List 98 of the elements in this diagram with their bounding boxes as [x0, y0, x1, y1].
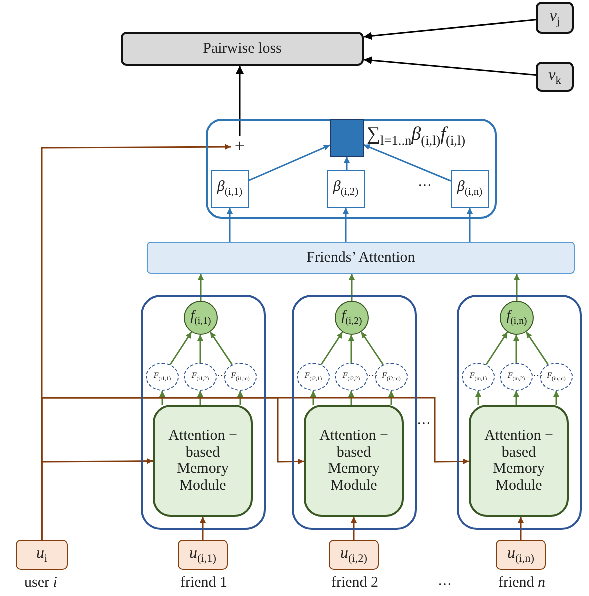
arrow	[364, 56, 536, 76]
arrow	[349, 274, 355, 301]
node-label: F$_{(i2,1)}$	[304, 372, 322, 382]
arrow	[343, 208, 349, 242]
memory-circle	[297, 363, 330, 391]
node-label: F$_{(i2,m)}$	[382, 372, 401, 382]
node-label: β$_{(i,1)}$	[217, 179, 243, 199]
ellipsis: …	[418, 175, 432, 191]
arrow	[238, 391, 244, 405]
arrow	[41, 397, 469, 540]
arrow	[348, 335, 354, 363]
arrow	[227, 208, 233, 242]
node-label: F$_{(i1,m)}$	[231, 372, 250, 382]
memory-circle	[146, 363, 179, 391]
arrow	[486, 332, 508, 366]
memory-module-box	[304, 405, 404, 517]
node-label: F$_{(in,m)}$	[547, 372, 566, 382]
attention-bar	[147, 242, 575, 274]
node-label: friend n	[497, 575, 547, 592]
aggregation-panel	[206, 119, 497, 219]
arrow	[236, 66, 244, 136]
node-label: β$_{(i,2)}$	[333, 179, 359, 199]
arrow	[360, 332, 384, 366]
node-label: Attention − based Memory Module	[318, 428, 390, 494]
arrow	[388, 391, 394, 405]
friend-panel	[457, 295, 582, 530]
node-label: friend 1	[179, 575, 229, 592]
memory-circle	[540, 363, 573, 391]
memory-circle	[462, 363, 495, 391]
friend-panel	[292, 295, 417, 530]
node-label: f$_{(i,n)}$	[506, 308, 528, 328]
arrow	[344, 157, 350, 170]
arrow	[364, 19, 536, 40]
arrow	[351, 517, 357, 540]
weight-box	[327, 170, 365, 208]
arrow	[364, 144, 452, 182]
arrow	[518, 517, 524, 540]
ellipsis: …	[368, 368, 378, 379]
memory-circle	[184, 363, 217, 391]
memory-module-box	[469, 405, 569, 517]
feature-circle	[184, 301, 218, 335]
friend-panel	[141, 295, 266, 530]
memory-circle	[375, 363, 408, 391]
ellipsis: …	[533, 368, 543, 379]
ellipsis: …	[217, 368, 227, 379]
arrow	[210, 332, 233, 366]
node-label: F$_{(in,2)}$	[508, 372, 526, 382]
arrow	[526, 332, 549, 366]
loss-box	[121, 32, 364, 66]
weight-box	[451, 170, 489, 208]
arrow	[200, 517, 206, 540]
arrow	[554, 391, 560, 405]
node-label: Pairwise loss	[203, 40, 282, 58]
feature-circle	[335, 301, 369, 335]
arrow	[310, 391, 316, 405]
node-label: F$_{(i1,1)}$	[154, 372, 172, 382]
memory-module-box	[153, 405, 253, 517]
node-label: Attention − based Memory Module	[168, 428, 238, 494]
node-label: u$_{i}$	[36, 544, 48, 566]
node-label: Friends’ Attention	[306, 250, 416, 266]
arrow	[170, 332, 192, 366]
plus-sign: +	[234, 137, 246, 157]
node-label: user i	[24, 575, 58, 592]
node-label: u$_{(i,n)}$	[508, 544, 534, 566]
memory-circle	[224, 363, 257, 391]
arrow	[160, 391, 166, 405]
arrow	[514, 335, 520, 363]
arrow	[514, 274, 520, 301]
node-label: friend 2	[330, 575, 380, 592]
ellipsis: …	[417, 413, 431, 429]
arrow	[467, 208, 473, 242]
node-label: F$_{(i1,2)}$	[192, 372, 210, 382]
node-label: f$_{(i,1)}$	[190, 308, 212, 328]
arrow	[248, 144, 330, 182]
node-label: Attention − based Memory Module	[484, 428, 554, 494]
weight-box	[211, 170, 249, 208]
node-label: u$_{(i,2)}$	[340, 544, 368, 566]
arrow	[348, 391, 354, 405]
node-label: β$_{(i,n)}$	[457, 179, 483, 199]
arrow	[320, 332, 344, 366]
arrow	[198, 391, 204, 405]
memory-circle	[335, 363, 368, 391]
node-label: f$_{(i,2)}$	[342, 308, 362, 328]
formula: ∑$_{l=1..n}$β$_{(i,l)}$f$_{(i,l)}$	[367, 124, 466, 149]
ellipsis: …	[438, 574, 452, 590]
vector-box	[536, 62, 574, 92]
arrow	[476, 391, 482, 405]
node-label: F$_{(i2,2)}$	[342, 372, 360, 382]
node-label: v$_{k}$	[548, 66, 562, 88]
node-label: F$_{(in,1)}$	[470, 372, 488, 382]
feature-circle	[500, 301, 534, 335]
node-label: v$_{j}$	[550, 8, 560, 28]
vector-box	[536, 2, 574, 34]
memory-circle	[500, 363, 533, 391]
node-label: u$_{(i,1)}$	[190, 544, 216, 566]
arrow	[198, 274, 204, 301]
arrow	[514, 391, 520, 405]
arrow	[198, 335, 204, 363]
